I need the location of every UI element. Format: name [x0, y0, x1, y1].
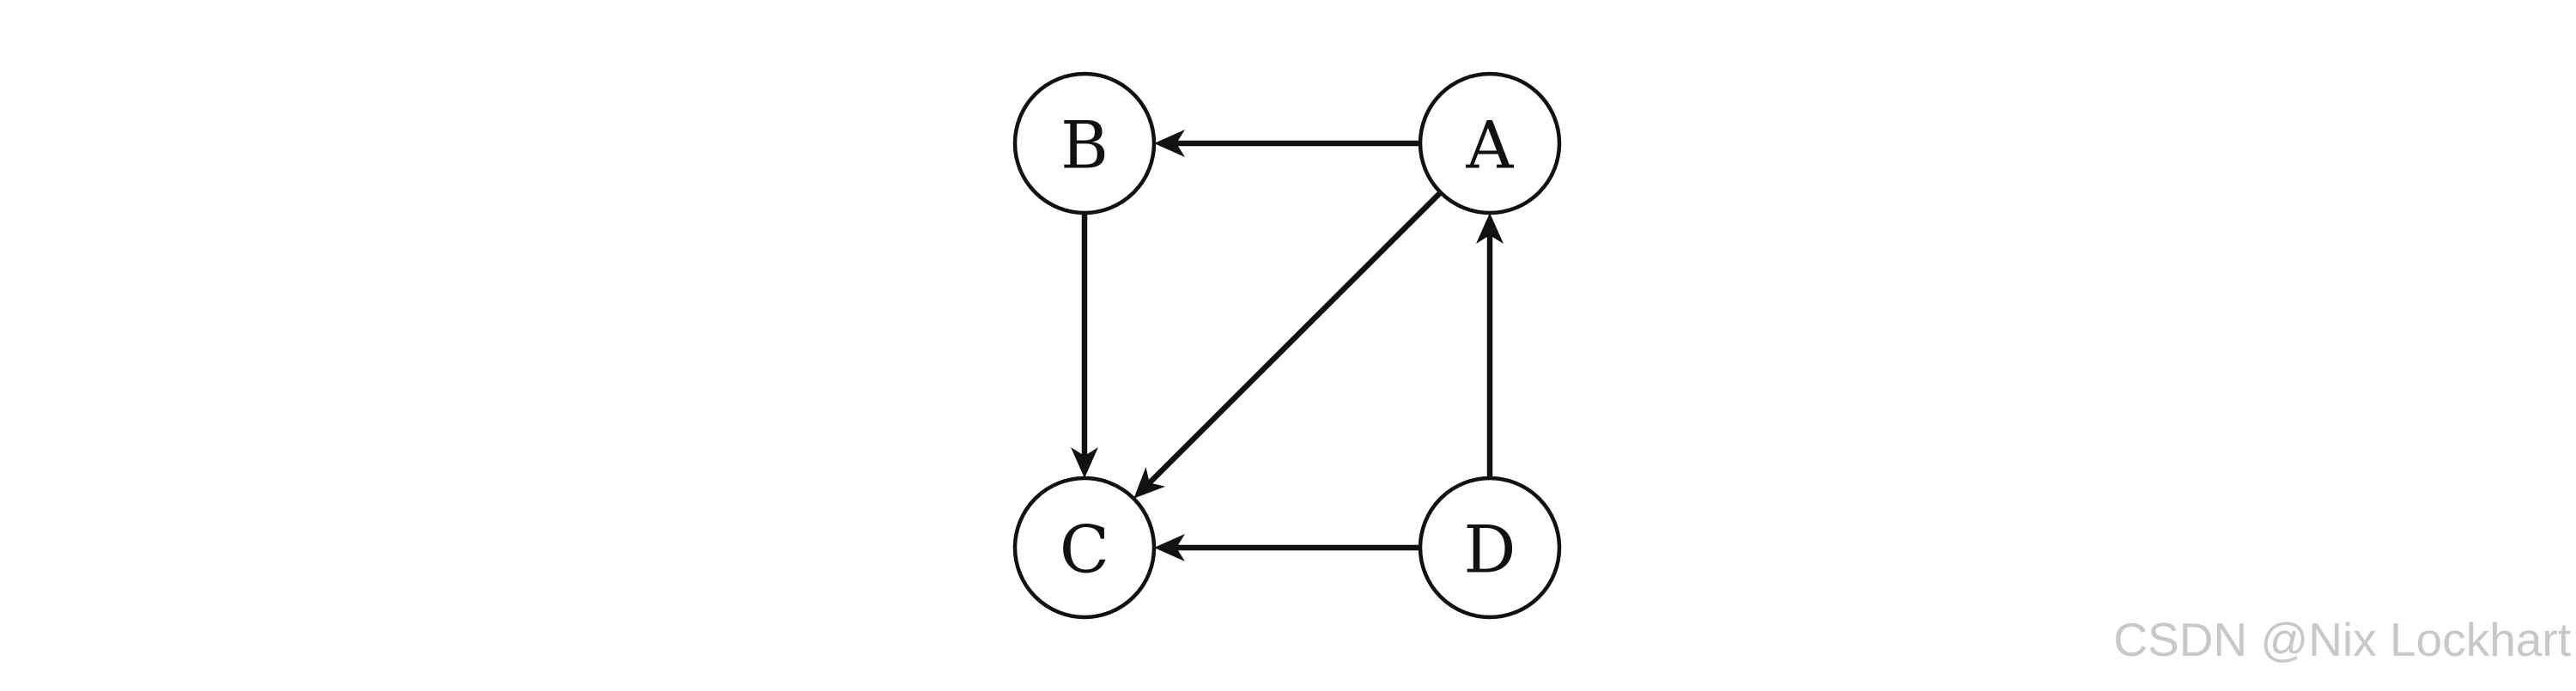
edge-line [1147, 190, 1443, 485]
node-D-label: D [1464, 512, 1516, 588]
nodes-layer: A B C D [1012, 71, 1562, 620]
edge-A-to-C [1133, 190, 1443, 499]
arrowhead-icon [1133, 467, 1166, 499]
edge-A-to-B [1154, 130, 1420, 157]
node-A-circle [1418, 71, 1562, 215]
arrowhead-icon [1154, 534, 1185, 561]
node-A: A [1418, 71, 1562, 215]
edge-D-to-C [1154, 534, 1420, 561]
node-A-label: A [1466, 107, 1515, 184]
arrowhead-icon [1071, 447, 1098, 478]
node-B-label: B [1060, 107, 1109, 184]
node-D-circle [1418, 476, 1562, 620]
node-B: B [1012, 71, 1157, 215]
watermark-text: CSDN @Nix Lockhart [2113, 613, 2571, 666]
node-C-circle [1012, 476, 1157, 620]
node-D: D [1418, 476, 1562, 620]
arrowhead-icon [1476, 213, 1504, 244]
edge-B-to-C [1071, 213, 1098, 478]
edges-layer [1071, 130, 1504, 561]
node-B-circle [1012, 71, 1157, 215]
edge-D-to-A [1476, 213, 1504, 478]
node-C: C [1012, 476, 1157, 620]
arrowhead-icon [1154, 130, 1185, 157]
node-C-label: C [1060, 512, 1109, 588]
